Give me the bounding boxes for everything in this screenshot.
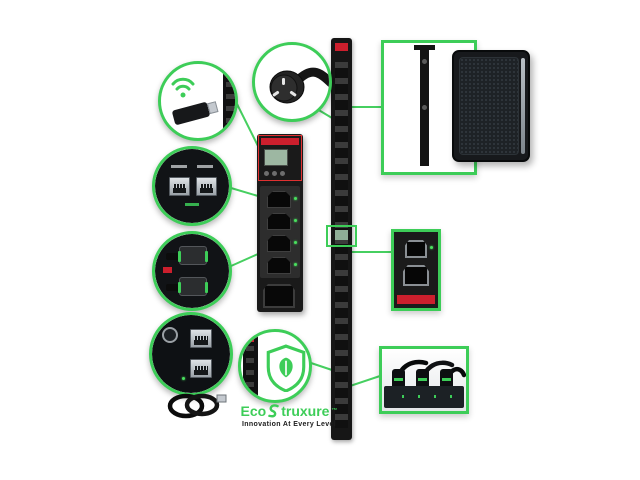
locking-clip: [394, 378, 403, 381]
port-label-mark: [197, 165, 213, 168]
status-led: [294, 197, 297, 200]
ecostruxure-logo: Eco truxure ™ Innovation At Every Level: [233, 403, 345, 428]
c13-outlet: [267, 257, 291, 274]
cord: [166, 284, 180, 291]
outlet-pattern: [246, 346, 254, 396]
outlet-bank: [260, 186, 300, 278]
port-slot: [194, 336, 208, 345]
locking-clip: [442, 378, 451, 381]
logo-wordmark: Eco truxure ™: [233, 403, 345, 419]
red-chip: [226, 72, 235, 78]
usb-cable-coil: [167, 393, 227, 419]
network-label-mark: [185, 203, 199, 206]
usb-dongle-body: [171, 101, 219, 126]
connector-line: [230, 187, 259, 197]
locked-plug: [166, 246, 208, 265]
callout-network-ports: [152, 146, 232, 226]
cord: [166, 253, 180, 260]
apc-red-badge: [335, 43, 348, 51]
ethernet-port: [190, 329, 212, 348]
perforated-door: [459, 57, 519, 155]
status-led: [182, 377, 185, 380]
c13-outlet: [267, 213, 291, 230]
metered-display: [335, 230, 348, 240]
tray-green-marks: [388, 395, 460, 398]
ethernet-port: [169, 177, 190, 196]
usb-connector-tip: [206, 101, 219, 115]
callout-sensor-ports: [149, 312, 233, 396]
connector-line: [236, 103, 259, 147]
status-led: [294, 263, 297, 266]
logo-eco: Eco: [240, 403, 267, 419]
port-panel-background: [152, 315, 230, 393]
wifi-icon: [171, 77, 195, 98]
mounting-bracket: [414, 45, 435, 50]
trademark-symbol: ™: [331, 408, 338, 414]
c19-outlet: [263, 284, 295, 308]
callout-secure-shield: [238, 329, 312, 403]
callout-outlet-closeup: [391, 229, 441, 311]
ethernet-port: [190, 359, 212, 378]
struxure-s-glyph: [268, 404, 279, 418]
locking-clip: [178, 282, 181, 293]
red-chip: [246, 337, 254, 342]
locked-plug: [166, 277, 208, 296]
callout-locking-cords: [152, 231, 232, 311]
port-slot: [200, 184, 213, 193]
server-rack-cabinet: [452, 50, 530, 162]
red-chip: [163, 267, 172, 273]
mounting-peg: [422, 105, 427, 110]
callout-twist-lock-plug: [252, 42, 332, 122]
locking-clip: [178, 251, 181, 262]
mounting-peg: [422, 59, 427, 64]
pdu-edge-sliver: [223, 68, 235, 136]
port-slot: [194, 366, 208, 375]
pdu-closeup-panel: [257, 134, 303, 312]
callout-wifi-dongle: [158, 61, 238, 141]
status-led: [294, 219, 297, 222]
c19-outlet: [403, 265, 429, 286]
status-led: [430, 246, 433, 249]
display-buttons: [264, 171, 285, 176]
port-slot: [173, 184, 186, 193]
red-label-band: [397, 295, 435, 304]
twist-lock-plug-icon: [269, 67, 329, 104]
port-panel-background: [155, 149, 229, 223]
retention-tray-bar: [384, 386, 464, 408]
locking-clip: [418, 378, 427, 381]
locking-clip: [205, 251, 208, 262]
logo-tagline: Innovation At Every Level: [241, 421, 337, 428]
display-highlight-outline: [258, 135, 302, 181]
status-led: [294, 241, 297, 244]
logo-struxure: truxure: [281, 403, 330, 419]
sensor-port: [162, 327, 178, 343]
locking-clip: [205, 282, 208, 293]
pdu-vertical-strip: [326, 38, 357, 440]
ethernet-port: [196, 177, 217, 196]
connector-line: [310, 362, 333, 371]
c13-outlet: [405, 240, 427, 258]
c13-outlet: [267, 235, 291, 252]
outlet-pattern: [226, 82, 235, 132]
open-door-edge: [521, 58, 525, 154]
pdu-edge-sliver: [243, 334, 258, 400]
port-label-mark: [171, 165, 187, 168]
connector-line: [230, 253, 259, 267]
lcd-display: [264, 149, 288, 166]
c13-outlet: [267, 191, 291, 208]
callout-cord-retention: [379, 346, 469, 414]
apc-logo-band: [261, 138, 299, 145]
shield-leaf-icon: [266, 344, 306, 392]
meter-highlight-box: [326, 225, 357, 247]
connector-line: [349, 375, 381, 387]
